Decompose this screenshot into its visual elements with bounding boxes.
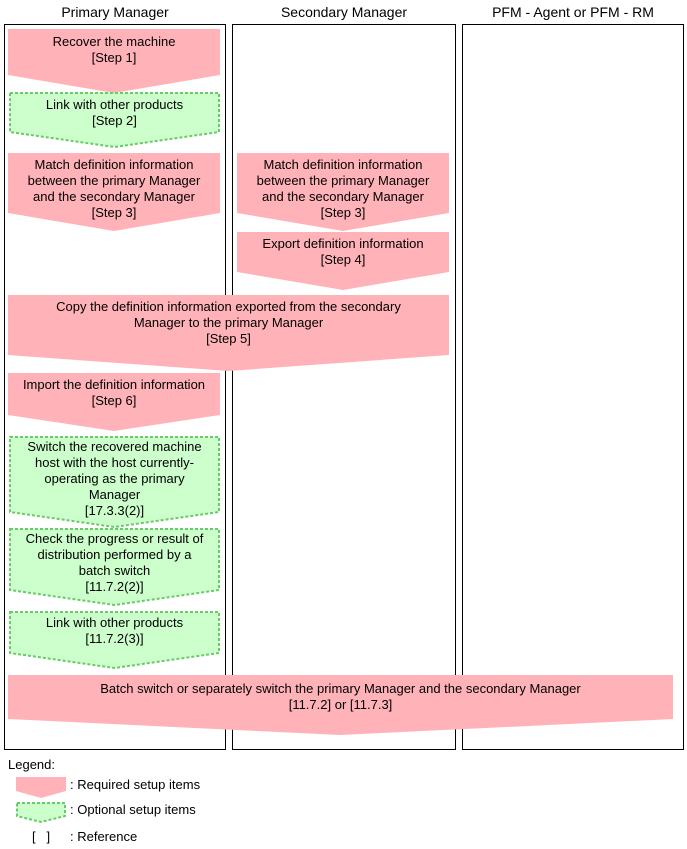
step-batch-switch: Batch switch or separately switch the pr… [8, 675, 673, 735]
legend-optional-label: : Optional setup items [70, 802, 196, 817]
lane-secondary-manager [232, 24, 456, 750]
step-text: Import the definition information[Step 6… [8, 377, 220, 409]
step-copy-definition: Copy the definition information exported… [8, 295, 449, 371]
step-text-line: [Step 5] [206, 331, 251, 346]
legend-required-swatch [16, 777, 66, 798]
lane-agent-rm [462, 24, 684, 750]
step-text-line: [Step 3] [320, 205, 366, 220]
column-header-secondary: Secondary Manager [280, 4, 408, 20]
step-text-line: [Step 4] [320, 252, 366, 267]
step-text-line: Match definition information [263, 157, 423, 172]
step-text-line: [11.7.2] or [11.7.3] [288, 697, 393, 712]
step-text-line: and the secondary Manager [33, 189, 195, 204]
step-import-definition: Import the definition information[Step 6… [8, 373, 220, 431]
step-text-line: Manager [88, 487, 141, 502]
legend-required-label: : Required setup items [70, 777, 201, 792]
step-text-line: [Step 6] [91, 393, 137, 408]
step-shape [9, 92, 220, 149]
step-text-line: [17.3.3(2)] [84, 503, 145, 518]
step-text-line: Manager to the primary Manager [133, 315, 324, 330]
step-shape [237, 153, 449, 231]
step-text-line: host with the host currently- [35, 455, 194, 470]
step-shape [8, 29, 220, 93]
legend-title: Legend: [8, 757, 55, 772]
step-text-line: [11.7.2(3)] [85, 631, 144, 646]
legend-reference: [ ] : Reference [16, 829, 316, 847]
step-text: Copy the definition information exported… [8, 299, 449, 347]
step-shape [8, 675, 673, 735]
step-shape [8, 153, 220, 231]
step-link-other-products-2: Link with other products[11.7.2(3)] [9, 611, 220, 670]
legend-optional-swatch [16, 802, 66, 824]
step-text-line: Match definition information [34, 157, 194, 172]
legend-reference-symbol: [ ] [32, 829, 51, 844]
step-shape [9, 611, 220, 670]
column-header-primary: Primary Manager [61, 4, 169, 20]
step-text-line: [Step 2] [92, 113, 137, 128]
step-shape [9, 528, 220, 607]
step-text-line: between the primary Manager [27, 173, 201, 188]
lane-primary-manager [4, 24, 226, 750]
step-text: Export definition information[Step 4] [237, 236, 449, 268]
legend-optional: : Optional setup items [16, 802, 316, 824]
step-link-other-products: Link with other products[Step 2] [9, 92, 220, 149]
step-text-line: Export definition information [262, 236, 424, 251]
step-text-line: operating as the primary [44, 471, 185, 486]
step-text-line: Check the progress or result of [25, 531, 204, 546]
legend-required: : Required setup items [16, 777, 316, 798]
step-text-line: distribution performed by a [37, 547, 192, 562]
step-text: Recover the machine[Step 1] [8, 34, 220, 66]
step-text: Batch switch or separately switch the pr… [8, 681, 673, 713]
step-export-definition: Export definition information[Step 4] [237, 232, 449, 290]
step-text-line: Copy the definition information exported… [56, 299, 401, 314]
step-text: Link with other products[11.7.2(3)] [9, 615, 220, 647]
step-text-line: [Step 1] [91, 50, 137, 65]
step-text-line: [Step 3] [91, 205, 137, 220]
column-header-agent: PFM - Agent or PFM - RM [492, 4, 654, 20]
legend-reference-label: : Reference [70, 829, 138, 844]
step-shape [8, 373, 220, 431]
step-shape [8, 295, 449, 371]
step-text-line: [11.7.2(2)] [85, 579, 144, 594]
step-text-line: Link with other products [45, 615, 184, 630]
step-text-line: between the primary Manager [256, 173, 430, 188]
step-text-line: Link with other products [45, 97, 184, 112]
step-text: Link with other products[Step 2] [9, 97, 220, 129]
step-shape [237, 232, 449, 290]
step-text-line: Recover the machine [52, 34, 176, 49]
step-shape [9, 436, 220, 529]
step-text-line: Import the definition information [22, 377, 206, 392]
step-text-line: batch switch [78, 563, 151, 578]
step-text-line: Batch switch or separately switch the pr… [100, 681, 581, 696]
step-recover-machine: Recover the machine[Step 1] [8, 29, 220, 93]
step-text-line: and the secondary Manager [262, 189, 424, 204]
step-text-line: Switch the recovered machine [27, 439, 202, 454]
